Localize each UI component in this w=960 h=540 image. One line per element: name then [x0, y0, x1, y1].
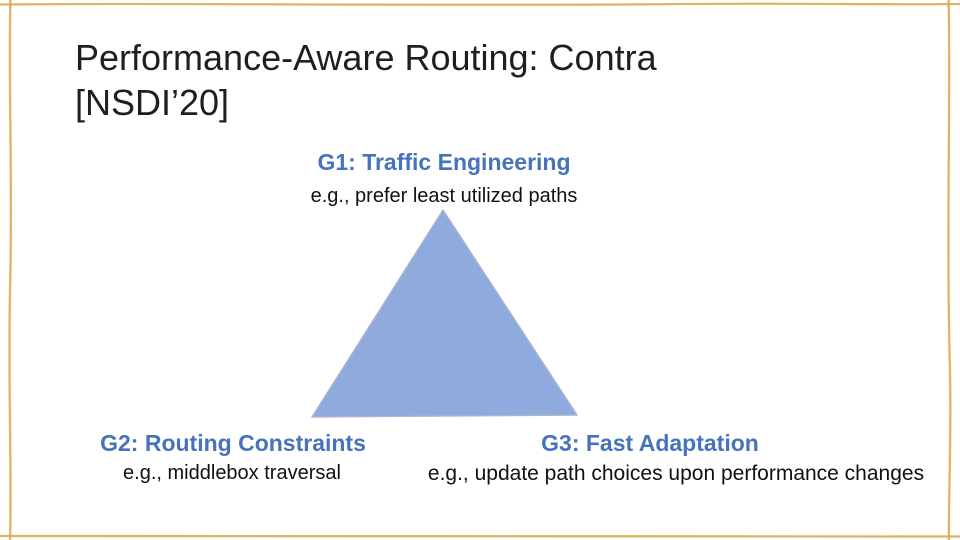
goal-g1-heading: G1: Traffic Engineering — [317, 149, 571, 175]
goal-g2-heading: G2: Routing Constraints — [100, 430, 366, 456]
frame-top-line — [0, 2, 960, 7]
goal-g3-example: e.g., update path choices upon performan… — [427, 462, 925, 485]
frame-right-line — [947, 0, 952, 540]
slide-title-line2: [NSDI’20] — [75, 81, 230, 123]
goals-triangle-shape — [311, 209, 578, 418]
goal-g1-example: e.g., prefer least utilized paths — [310, 185, 578, 207]
goal-g2-example: e.g., middlebox traversal — [123, 462, 341, 484]
goal-g3-heading: G3: Fast Adaptation — [541, 430, 759, 456]
frame-left-line — [8, 0, 13, 540]
frame-bottom-line — [0, 534, 960, 538]
slide-title-line1: Performance-Aware Routing: Contra — [75, 37, 657, 78]
slide-title: Performance-Aware Routing: Contra [NSDI’… — [75, 36, 795, 125]
